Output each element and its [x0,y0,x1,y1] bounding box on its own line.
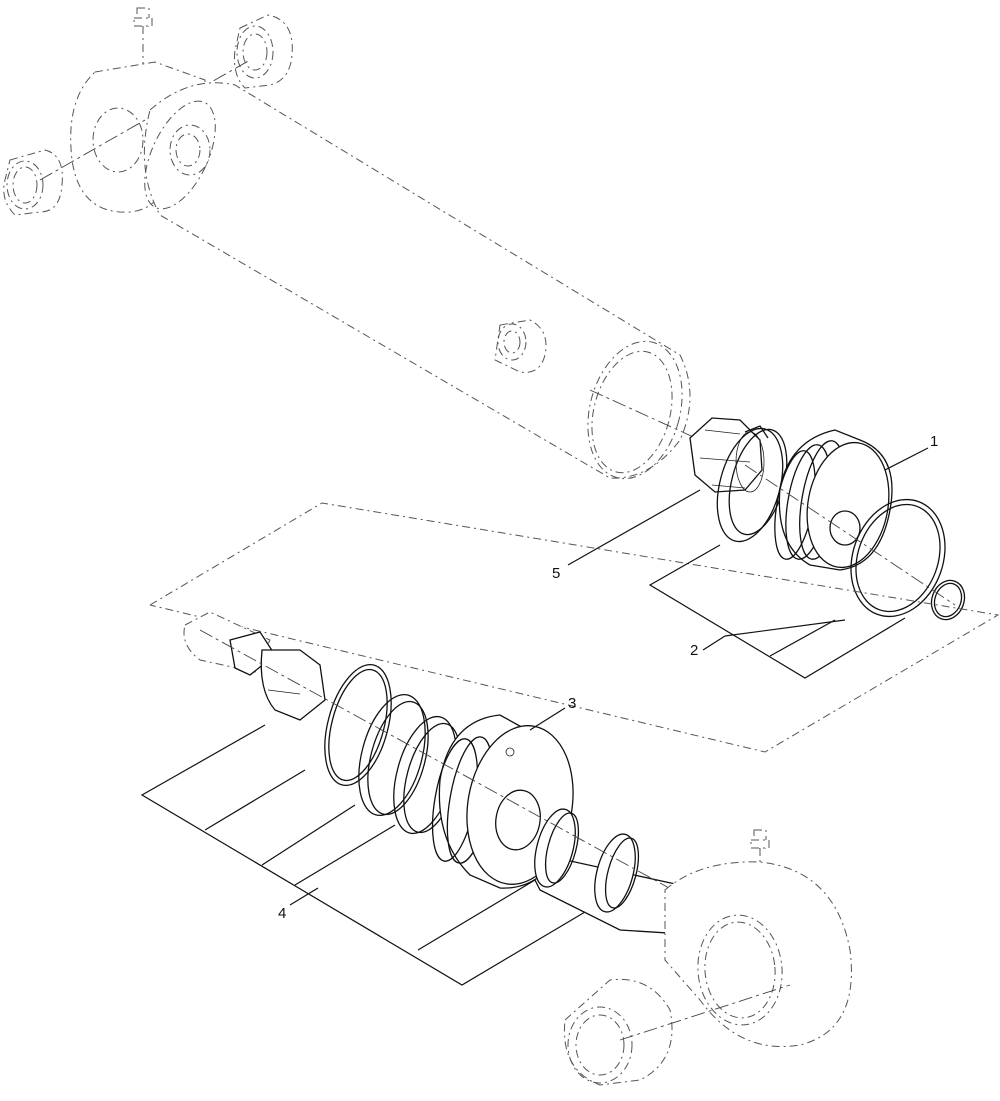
clevis-bushing-left [3,149,63,216]
rod-eye-phantom [563,829,852,1086]
rod-wiper-ring [358,693,429,817]
callout-3: 3 [568,695,576,712]
rod-seal-2 [594,833,640,913]
rod-o-ring-1 [324,663,392,787]
barrel-port-mid [494,319,547,373]
leader-lines [140,447,929,986]
cylinder-barrel-phantom [3,7,701,480]
piston-inner-o-ring [930,579,966,621]
callout-4: 4 [278,905,286,922]
callout-2: 2 [690,642,698,659]
rod-eye-bushing [563,978,673,1086]
grease-fitting-top [133,7,153,72]
callout-5: 5 [552,565,560,582]
callout-1: 1 [930,433,938,450]
piston-o-ring [850,498,946,618]
barrel-port-top [169,124,211,176]
clevis-bushing-right [234,14,293,89]
rod-seal-1 [534,808,580,888]
piston [774,429,893,571]
gland [431,714,574,889]
